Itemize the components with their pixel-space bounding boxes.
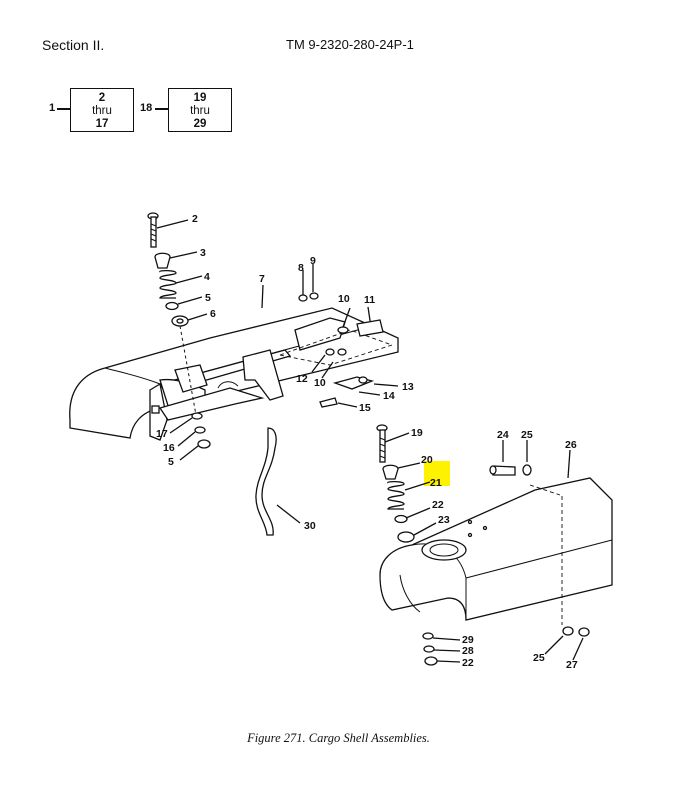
index-box-2-top: 19 [193, 92, 207, 104]
left-fastener-stack [147, 212, 211, 449]
callout-12: 12 [296, 373, 308, 385]
callout-19: 19 [411, 427, 423, 439]
index-box-2-bottom: 29 [193, 118, 207, 130]
callout-30: 30 [304, 520, 316, 532]
callout-23: 23 [438, 514, 450, 526]
left-leaders [156, 219, 399, 524]
callout-25: 25 [521, 429, 533, 441]
callout-21: 21 [430, 477, 442, 489]
callout-25b: 25 [533, 652, 545, 664]
section-label: Section II. [42, 37, 105, 53]
callout-5: 5 [205, 292, 211, 304]
index-box-2-lead: 18 [140, 102, 153, 114]
callout-8: 8 [298, 262, 304, 274]
callout-29: 29 [462, 634, 474, 646]
callout-2: 2 [192, 213, 198, 225]
callout-3: 3 [200, 247, 206, 259]
index-box-1-bottom: 17 [95, 118, 109, 130]
callout-6: 6 [210, 308, 216, 320]
callout-22b: 22 [462, 657, 474, 669]
callout-24: 24 [497, 429, 509, 441]
callout-labels: 2 3 4 5 6 7 8 9 10 11 12 10 13 14 15 17 … [156, 213, 578, 671]
index-box-2-mid: thru [190, 105, 210, 117]
left-cargo-shell [69, 307, 399, 441]
callout-27: 27 [566, 659, 578, 671]
callout-16: 16 [163, 442, 175, 454]
callout-9: 9 [310, 255, 316, 267]
index-box-2: 19 thru 29 [168, 88, 232, 132]
callout-5b: 5 [168, 456, 174, 468]
callout-26: 26 [565, 439, 577, 451]
index-box-1-leader [57, 108, 70, 110]
figure-caption: Figure 271. Cargo Shell Assemblies. [247, 731, 430, 745]
callout-11: 11 [364, 294, 375, 306]
callout-20: 20 [421, 454, 433, 466]
index-box-1-lead: 1 [49, 102, 56, 114]
callout-7: 7 [259, 273, 265, 285]
index-box-1-mid: thru [92, 105, 112, 117]
callout-17: 17 [156, 428, 168, 440]
rod-30 [255, 427, 277, 536]
callout-14: 14 [383, 390, 395, 402]
callout-10b: 10 [314, 377, 326, 389]
right-fastener-stack [376, 424, 590, 666]
callout-10: 10 [338, 293, 350, 305]
right-cargo-shell [379, 477, 613, 625]
right-leaders [384, 432, 584, 663]
left-hardware [298, 292, 384, 408]
index-box-1-top: 2 [98, 92, 106, 104]
tm-number: TM 9-2320-280-24P-1 [286, 37, 414, 52]
callout-28: 28 [462, 645, 474, 657]
callout-22: 22 [432, 499, 444, 511]
callout-13: 13 [402, 381, 414, 393]
highlight-marker [424, 461, 450, 486]
index-box-2-leader [155, 108, 168, 110]
callout-15: 15 [359, 402, 371, 414]
index-box-1: 2 thru 17 [70, 88, 134, 132]
callout-4: 4 [204, 271, 210, 283]
